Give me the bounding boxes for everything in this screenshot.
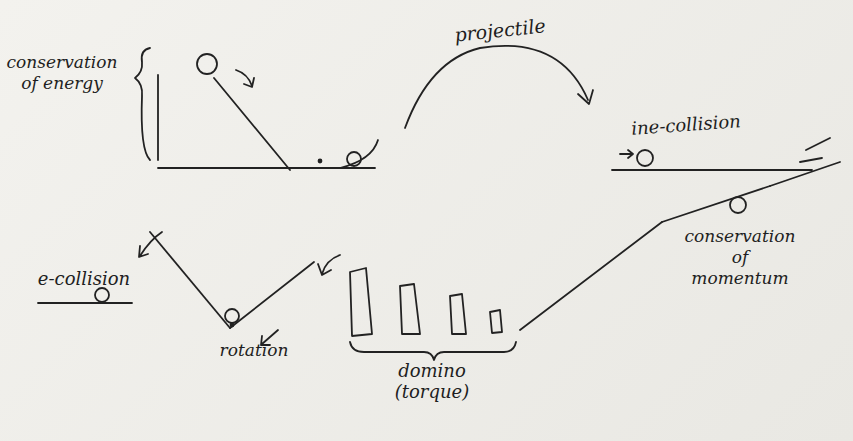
annotation-label: ine-collision [631, 110, 742, 139]
ball [637, 150, 653, 166]
motion-arrow [236, 70, 254, 87]
tick-mark [800, 158, 822, 162]
domino [350, 268, 372, 336]
dot [319, 160, 322, 163]
projectile-arc [405, 46, 588, 128]
ramp [150, 232, 230, 328]
motion-arrow [139, 232, 162, 257]
annotation-label: projectile [453, 15, 546, 45]
domino [400, 284, 420, 334]
ball [197, 54, 217, 74]
ramp [520, 222, 662, 330]
domino [490, 310, 502, 333]
bottom-brace [350, 342, 516, 360]
height-line [157, 75, 159, 160]
annotation-label: rotation [220, 340, 289, 361]
motion-arrow [620, 150, 633, 158]
annotation-label: domino (torque) [395, 360, 469, 402]
track-line [612, 169, 812, 171]
curly-brace [135, 48, 150, 160]
ramp [662, 186, 770, 222]
ball [95, 288, 109, 302]
annotation-label: conservation of momentum [685, 226, 796, 289]
arrow-head [578, 90, 593, 104]
tick-mark [806, 138, 830, 150]
track-line [38, 302, 132, 304]
annotation-label: e-collision [38, 268, 130, 289]
ramp [214, 78, 290, 170]
motion-arrow [318, 255, 340, 275]
launch-ramp [340, 140, 378, 168]
dot [231, 324, 234, 327]
ball [225, 309, 239, 323]
annotation-label: conservation of energy [7, 52, 118, 94]
ramp [770, 162, 840, 186]
domino [450, 294, 466, 334]
ramp [230, 262, 314, 328]
